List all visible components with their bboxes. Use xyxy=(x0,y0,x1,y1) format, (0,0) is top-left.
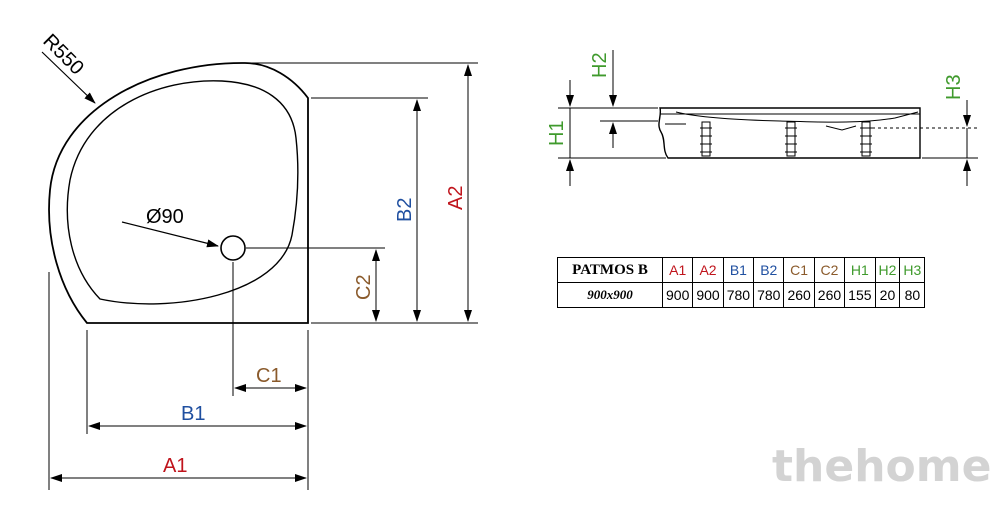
diameter-label: Ø90 xyxy=(146,206,184,228)
b2-label: B2 xyxy=(394,198,416,222)
h3-label: H3 xyxy=(943,74,965,100)
model-size: 900x900 xyxy=(557,282,663,308)
h1-label: H1 xyxy=(546,120,568,146)
header-h1: H1 xyxy=(844,257,876,283)
value-c2: 260 xyxy=(813,282,846,308)
watermark-logo: thehome xyxy=(772,441,992,492)
a2-label: A2 xyxy=(445,186,467,210)
b1-label: B1 xyxy=(181,403,205,425)
header-h3: H3 xyxy=(899,257,926,283)
value-a2: 900 xyxy=(692,282,724,308)
header-h2: H2 xyxy=(874,257,901,283)
value-b1: 780 xyxy=(722,282,755,308)
tray-outline xyxy=(48,62,309,324)
h2-label: H2 xyxy=(589,52,611,78)
header-a2: A2 xyxy=(692,257,724,283)
header-b1: B1 xyxy=(722,257,755,283)
value-c1: 260 xyxy=(783,282,815,308)
value-h3: 80 xyxy=(899,282,926,308)
basin-outline xyxy=(66,80,299,305)
support-legs xyxy=(700,121,872,157)
spec-header-row: PATMOS B A1 A2 B1 B2 C1 C2 H1 H2 H3 xyxy=(557,257,926,283)
value-h1: 155 xyxy=(844,282,876,308)
top-view xyxy=(41,51,478,490)
radius-leader xyxy=(41,51,96,104)
c1-label: C1 xyxy=(256,365,282,387)
spec-table: PATMOS B A1 A2 B1 B2 C1 C2 H1 H2 H3 900x… xyxy=(557,257,926,308)
header-a1: A1 xyxy=(661,257,694,283)
spec-value-row: 900x900 900 900 780 780 260 260 155 20 8… xyxy=(557,282,926,308)
c2-label: C2 xyxy=(353,274,375,300)
a1-label: A1 xyxy=(163,455,187,477)
value-h2: 20 xyxy=(874,282,901,308)
model-name: PATMOS B xyxy=(557,257,663,283)
header-c2: C2 xyxy=(813,257,846,283)
drain-circle xyxy=(220,235,246,261)
tray-profile xyxy=(658,107,921,159)
value-a1: 900 xyxy=(661,282,694,308)
diameter-leader xyxy=(121,221,219,248)
side-view xyxy=(558,50,978,186)
header-c1: C1 xyxy=(783,257,815,283)
header-b2: B2 xyxy=(753,257,785,283)
value-b2: 780 xyxy=(753,282,785,308)
